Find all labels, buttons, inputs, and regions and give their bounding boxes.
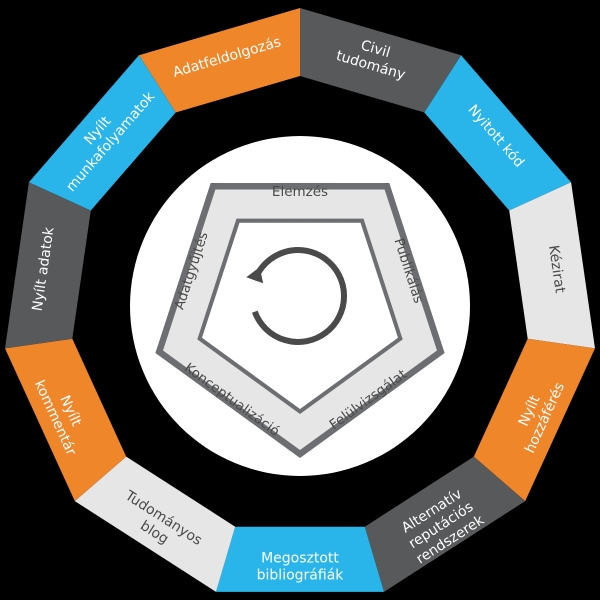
ring-segment: [364, 456, 526, 592]
ring-segment: [300, 8, 462, 113]
inner-pentagon: [155, 183, 445, 458]
cycle-arrow-head: [246, 267, 264, 284]
ring-segment: [216, 526, 384, 592]
ring-segment: [473, 338, 595, 502]
ring-segment: [509, 182, 595, 349]
pentagon-core: [202, 222, 398, 409]
circular-arrow-icon: [246, 247, 348, 345]
ring-segment: [138, 8, 300, 113]
ring-segment: [28, 55, 176, 211]
ring-segment: [5, 338, 127, 502]
ring-segment: [424, 55, 572, 211]
ring-segment: [74, 456, 236, 592]
cycle-step-label: Elemzés: [272, 184, 328, 200]
outer-ring: [5, 8, 595, 592]
ring-segment: [5, 182, 91, 349]
cycle-arrow-arc: [251, 247, 348, 345]
ring-segment-label: Kézirat: [545, 244, 568, 294]
